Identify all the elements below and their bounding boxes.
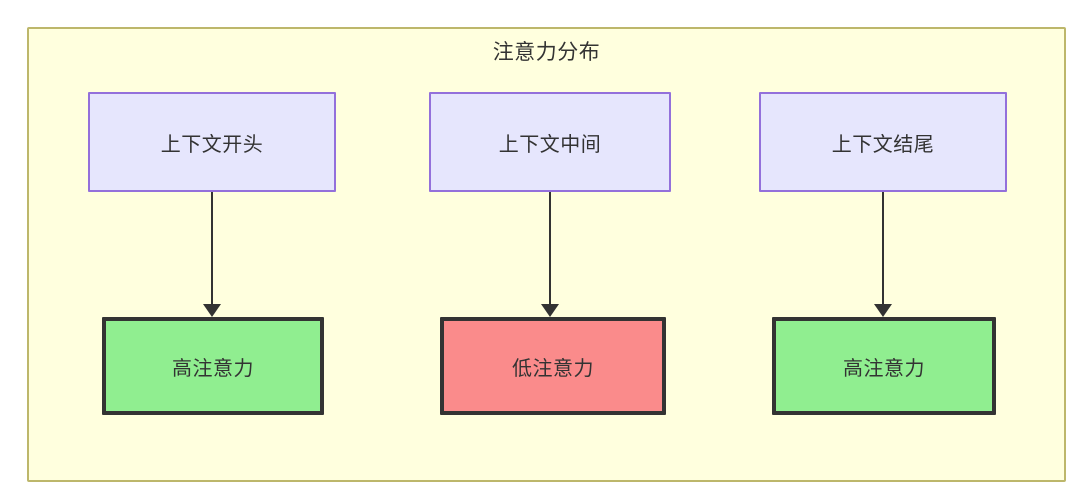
node-attn-high-end[interactable]: 高注意力 <box>772 317 996 415</box>
node-ctx-middle[interactable]: 上下文中间 <box>429 92 671 192</box>
edge-ctx-middle-to-attn-low-middle-arrowhead <box>541 304 559 317</box>
cluster-title: 注意力分布 <box>492 41 601 64</box>
node-attn-low-middle[interactable]: 低注意力 <box>440 317 666 415</box>
node-attn-high-end-label: 高注意力 <box>843 357 925 380</box>
edge-ctx-middle-to-attn-low-middle-line <box>549 192 551 304</box>
node-attn-high-start-label: 高注意力 <box>172 357 254 380</box>
node-attn-low-middle-label: 低注意力 <box>512 357 594 380</box>
edge-ctx-end-to-attn-high-end-arrowhead <box>874 304 892 317</box>
edge-ctx-end-to-attn-high-end-line <box>882 192 884 304</box>
edge-ctx-start-to-attn-high-start-arrowhead <box>203 304 221 317</box>
node-ctx-middle-label: 上下文中间 <box>498 133 602 156</box>
node-ctx-end-label: 上下文结尾 <box>831 133 935 156</box>
node-ctx-start[interactable]: 上下文开头 <box>88 92 336 192</box>
edge-ctx-start-to-attn-high-start-line <box>211 192 213 304</box>
node-attn-high-start[interactable]: 高注意力 <box>102 317 324 415</box>
node-ctx-end[interactable]: 上下文结尾 <box>759 92 1007 192</box>
node-ctx-start-label: 上下文开头 <box>160 133 264 156</box>
